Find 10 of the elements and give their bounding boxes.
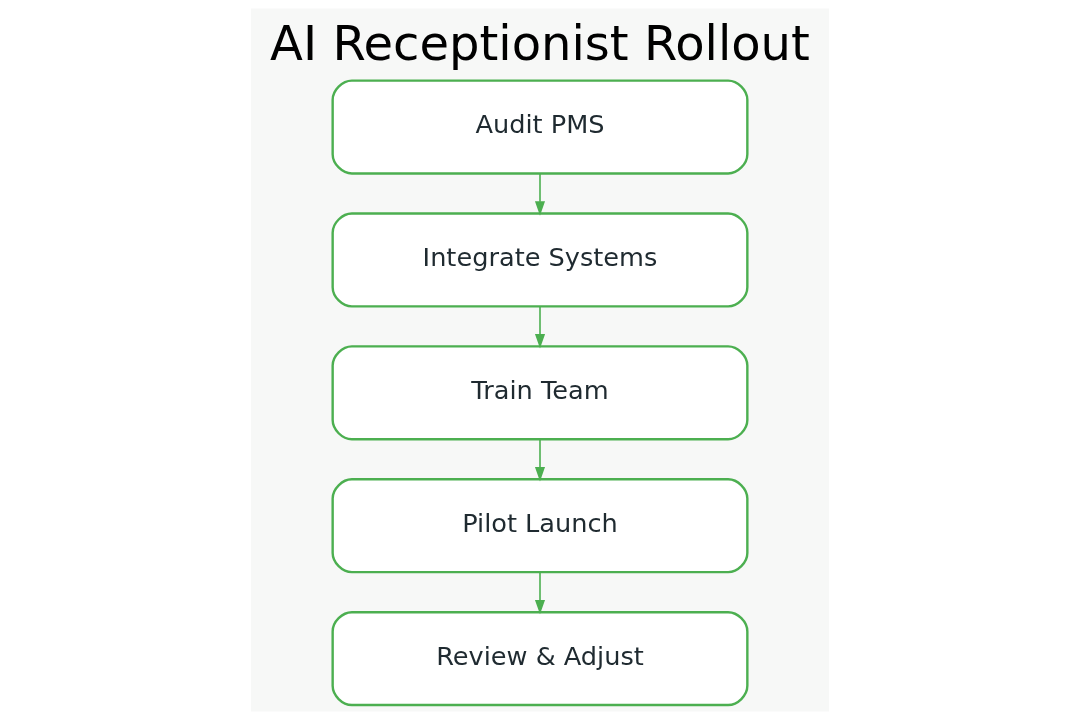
node-box: Integrate Systems	[331, 212, 749, 308]
node-box: Review & Adjust	[331, 610, 749, 707]
diagram-title: AI Receptionist Rollout	[270, 14, 810, 71]
node-box: Audit PMS	[331, 79, 749, 175]
arrow	[534, 571, 546, 615]
arrow	[534, 306, 546, 349]
node-box: Train Team	[331, 345, 749, 441]
node-box: Pilot Launch	[331, 478, 749, 574]
arrow	[534, 438, 546, 482]
arrow	[534, 173, 546, 216]
